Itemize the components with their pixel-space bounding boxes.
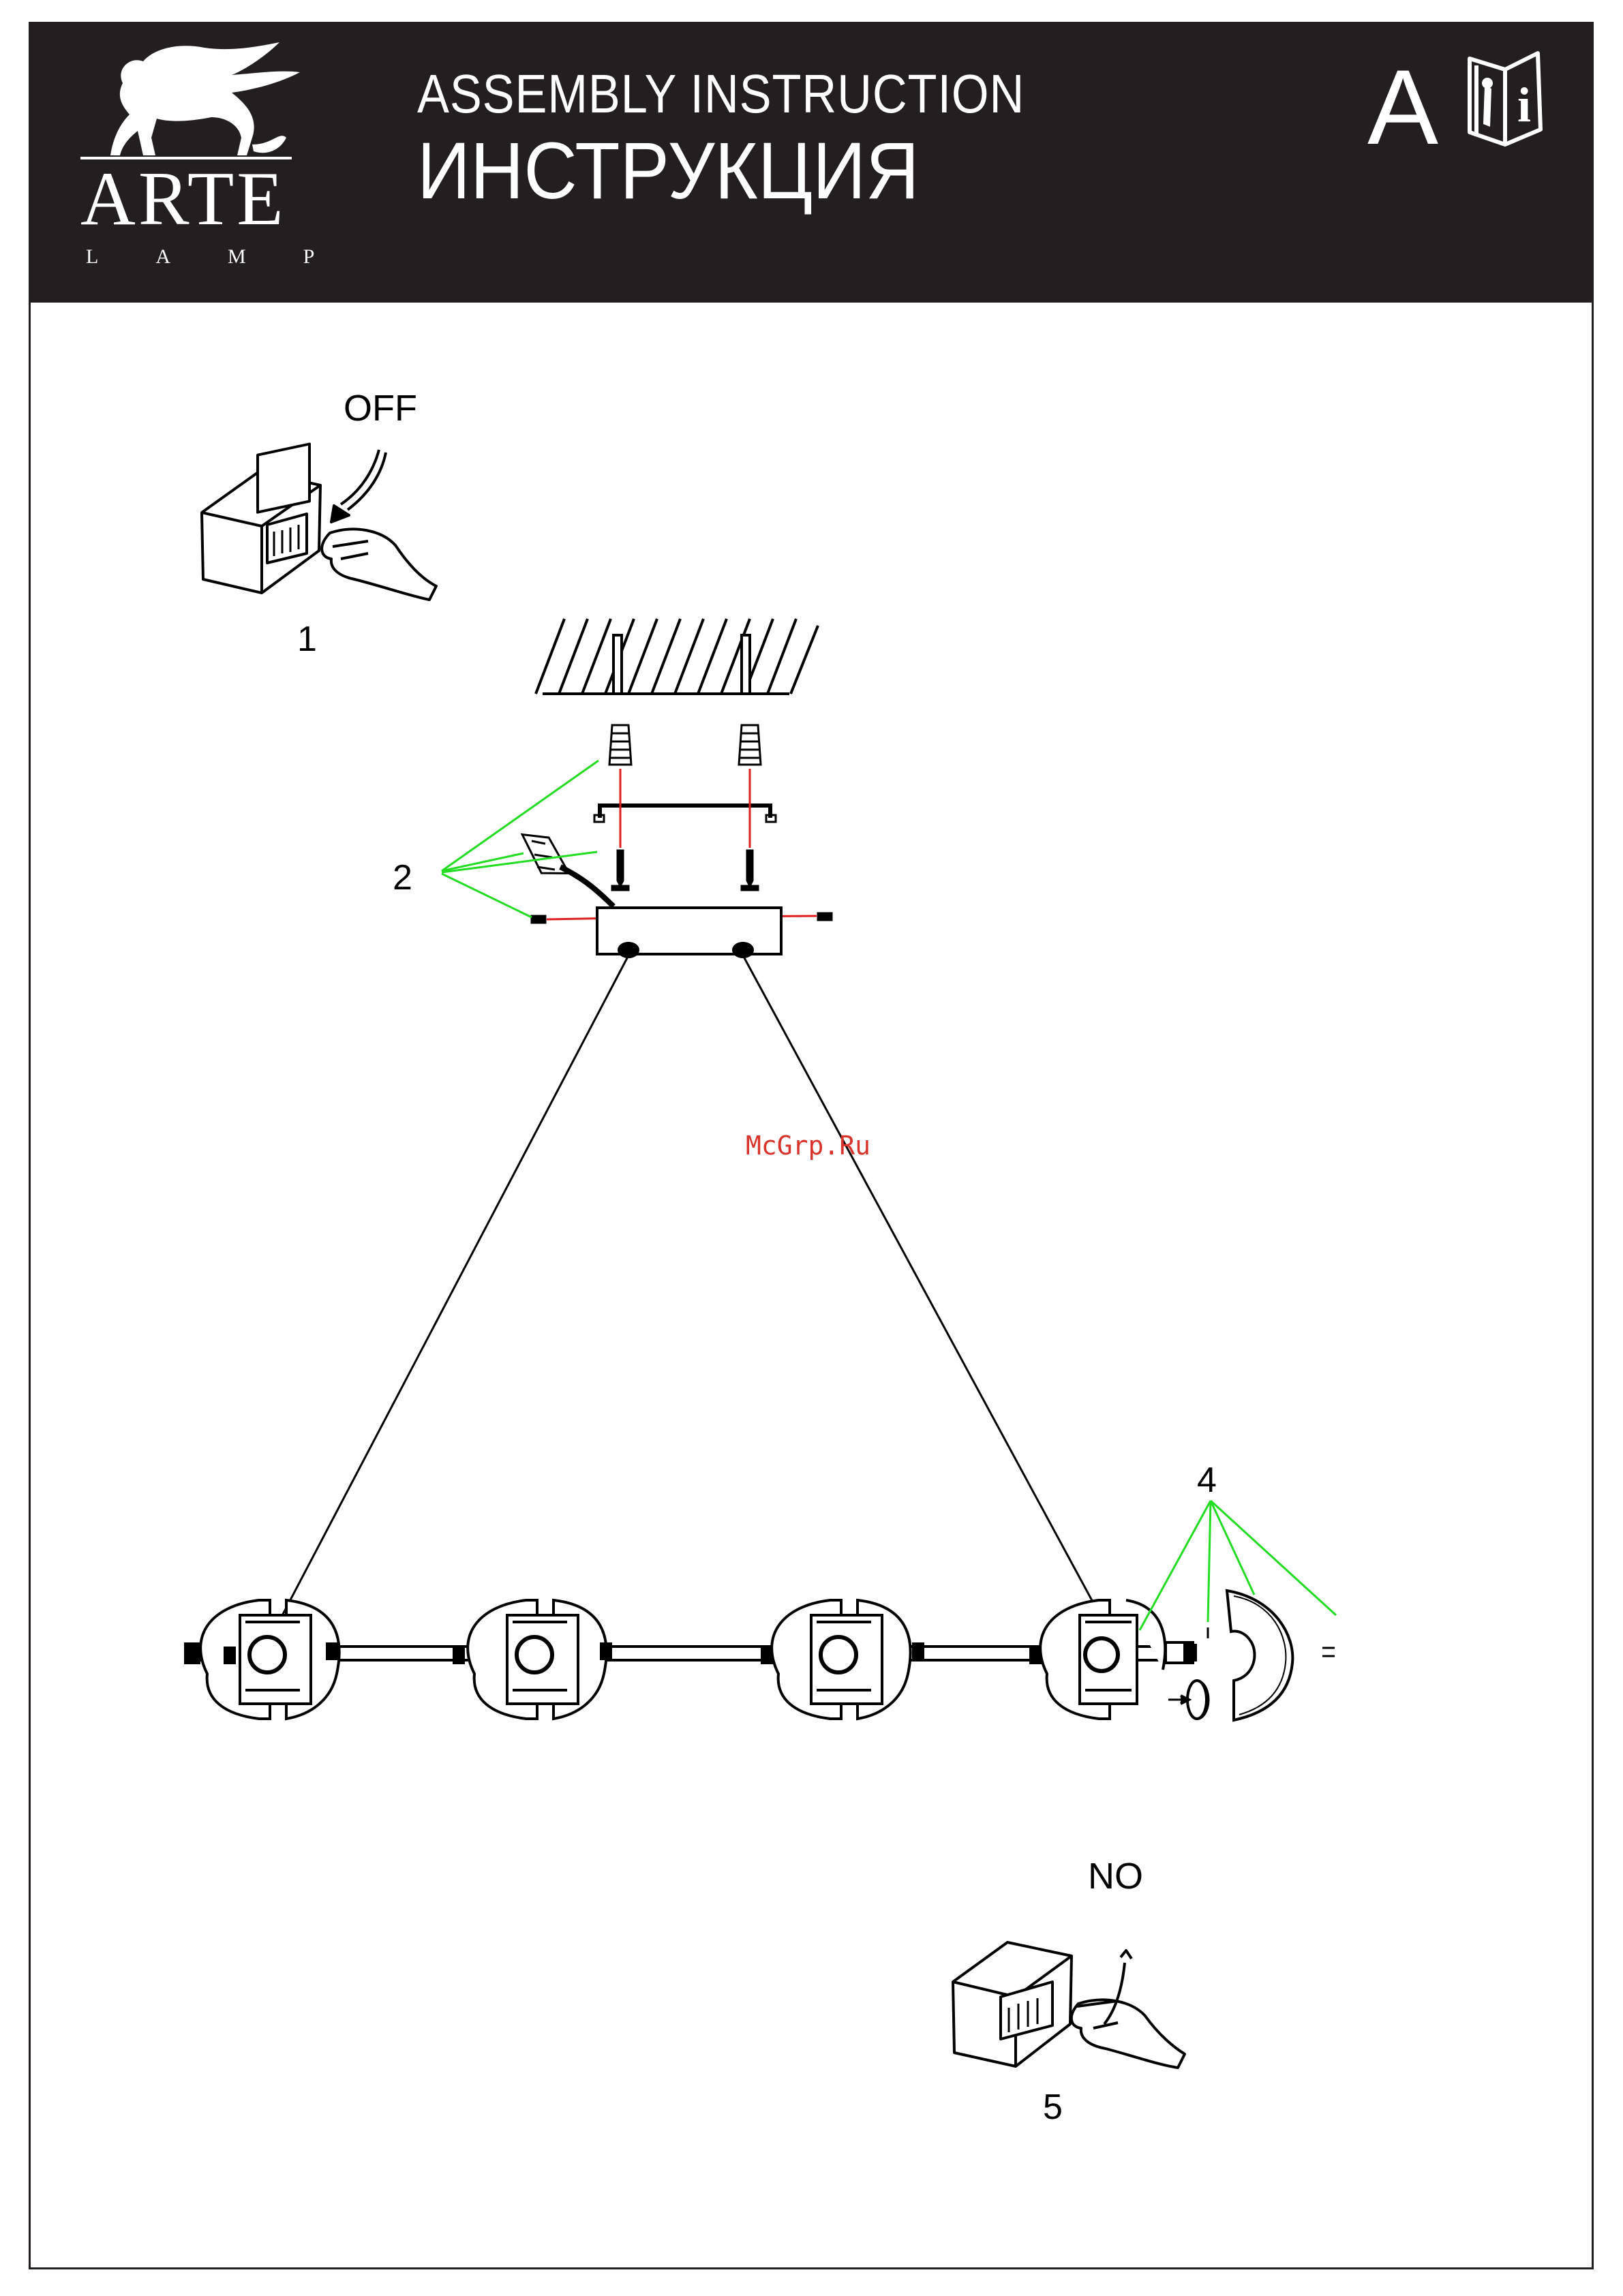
mounting-bracket [594,806,776,822]
switch-off-illustration [202,444,436,600]
leader-lines-step2 [442,761,598,917]
wall-plugs [609,725,761,765]
canopy [597,908,781,957]
terminal-block [522,829,613,906]
step-1-label: 1 [297,622,317,657]
step-2-label: 2 [393,860,412,896]
switch-on-label: NO [1088,1858,1143,1895]
step-5-label: 5 [1043,2090,1063,2125]
switch-off-label: OFF [344,390,417,427]
screw-guide-lines [547,769,817,919]
lamp-head-3 [762,1600,923,1719]
switch-on-illustration [953,1942,1185,2068]
suspension-cables [279,955,1103,1621]
lamp-head-1 [200,1600,339,1719]
lamp-head-2 [454,1600,611,1719]
watermark: McGrp.Ru [746,1133,870,1159]
step-4-label: 4 [1197,1463,1217,1498]
ceiling-hatch [536,619,818,694]
